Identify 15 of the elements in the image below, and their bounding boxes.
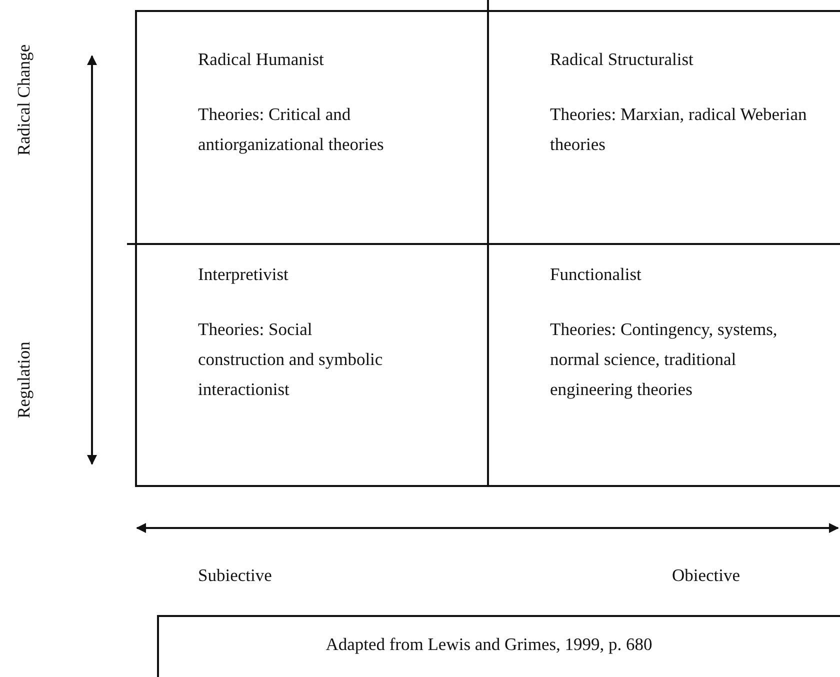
quadrant-title: Radical Structuralist <box>550 48 694 71</box>
quadrant-title: Functionalist <box>550 263 642 286</box>
quadrant-title: Radical Humanist <box>198 48 325 71</box>
quadrant-cell <box>135 243 489 487</box>
quadrant-title: Interpretivist <box>198 263 290 286</box>
axis-label: Subiective <box>198 565 272 586</box>
quadrant-description: Theories: Critical and antiorganizational theories <box>198 103 385 156</box>
quadrant-cell <box>135 10 489 245</box>
source-note: Adapted from Lewis and Grimes, 1999, p. 680 <box>324 633 654 656</box>
axis-label: Radical Change <box>14 44 34 156</box>
quadrant-description: Theories: Social construction and symbolic interactionist <box>198 318 384 401</box>
axis-label: Obiective <box>672 565 740 586</box>
axis-label: Regulation <box>14 342 34 418</box>
quadrant-description: Theories: Contingency, systems, normal science, traditional engineering theories <box>550 318 778 401</box>
quadrant-description: Theories: Marxian, radical Weberian theories <box>550 103 808 156</box>
